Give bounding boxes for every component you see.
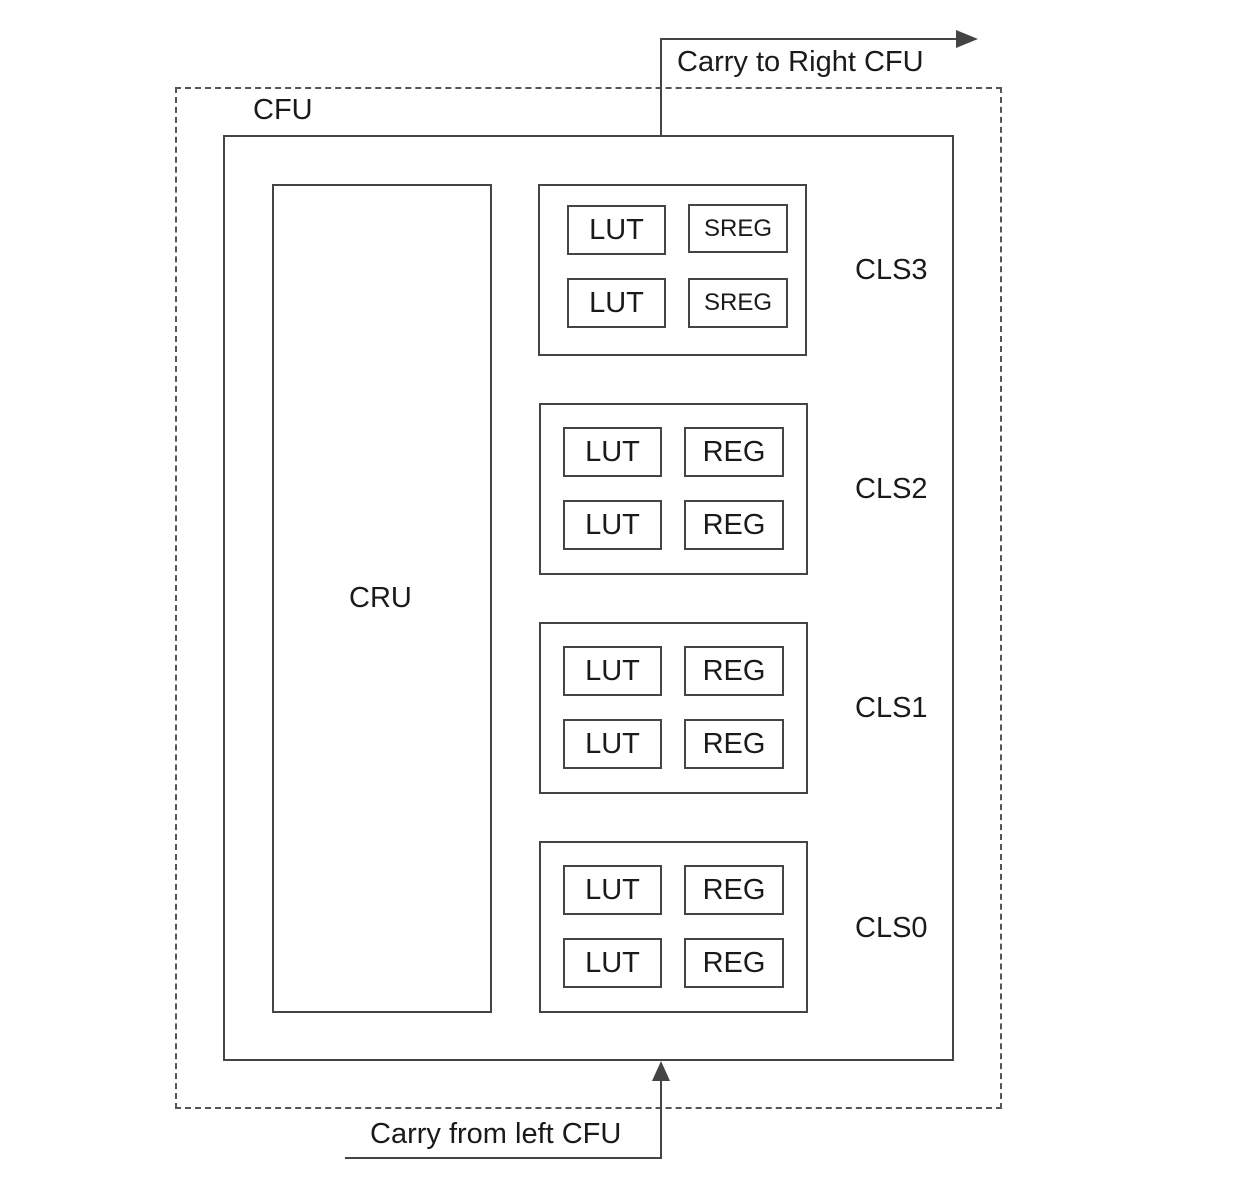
- cls2-lut-top: LUT: [563, 427, 662, 477]
- cru-block: [272, 184, 492, 1013]
- cls0-label: CLS0: [855, 912, 928, 944]
- carry-out-arrowhead: [956, 30, 978, 48]
- cls3-block: [538, 184, 807, 356]
- cls2-reg-top: REG: [684, 427, 784, 477]
- carry-out-label: Carry to Right CFU: [677, 46, 924, 78]
- carry-in-label: Carry from left CFU: [370, 1118, 622, 1150]
- cls1-reg-bottom: REG: [684, 719, 784, 769]
- cls2-block: [539, 403, 808, 575]
- cls0-lut-bottom: LUT: [563, 938, 662, 988]
- cls0-reg-top: REG: [684, 865, 784, 915]
- cls2-lut-bottom: LUT: [563, 500, 662, 550]
- cls2-reg-bottom: REG: [684, 500, 784, 550]
- cls3-sreg-top: SREG: [688, 204, 788, 253]
- cls1-reg-top: REG: [684, 646, 784, 696]
- cls0-block: [539, 841, 808, 1013]
- cls3-label: CLS3: [855, 254, 928, 286]
- cls3-lut-top: LUT: [567, 205, 666, 255]
- cls1-block: [539, 622, 808, 794]
- cfu-inner-box: [223, 135, 954, 1061]
- cls3-lut-bottom: LUT: [567, 278, 666, 328]
- cls1-label: CLS1: [855, 692, 928, 724]
- cls1-lut-top: LUT: [563, 646, 662, 696]
- cls2-label: CLS2: [855, 473, 928, 505]
- cfu-label: CFU: [253, 94, 313, 126]
- cls1-lut-bottom: LUT: [563, 719, 662, 769]
- cls3-sreg-bottom: SREG: [688, 278, 788, 328]
- cls0-reg-bottom: REG: [684, 938, 784, 988]
- cru-label: CRU: [349, 582, 412, 614]
- cls0-lut-top: LUT: [563, 865, 662, 915]
